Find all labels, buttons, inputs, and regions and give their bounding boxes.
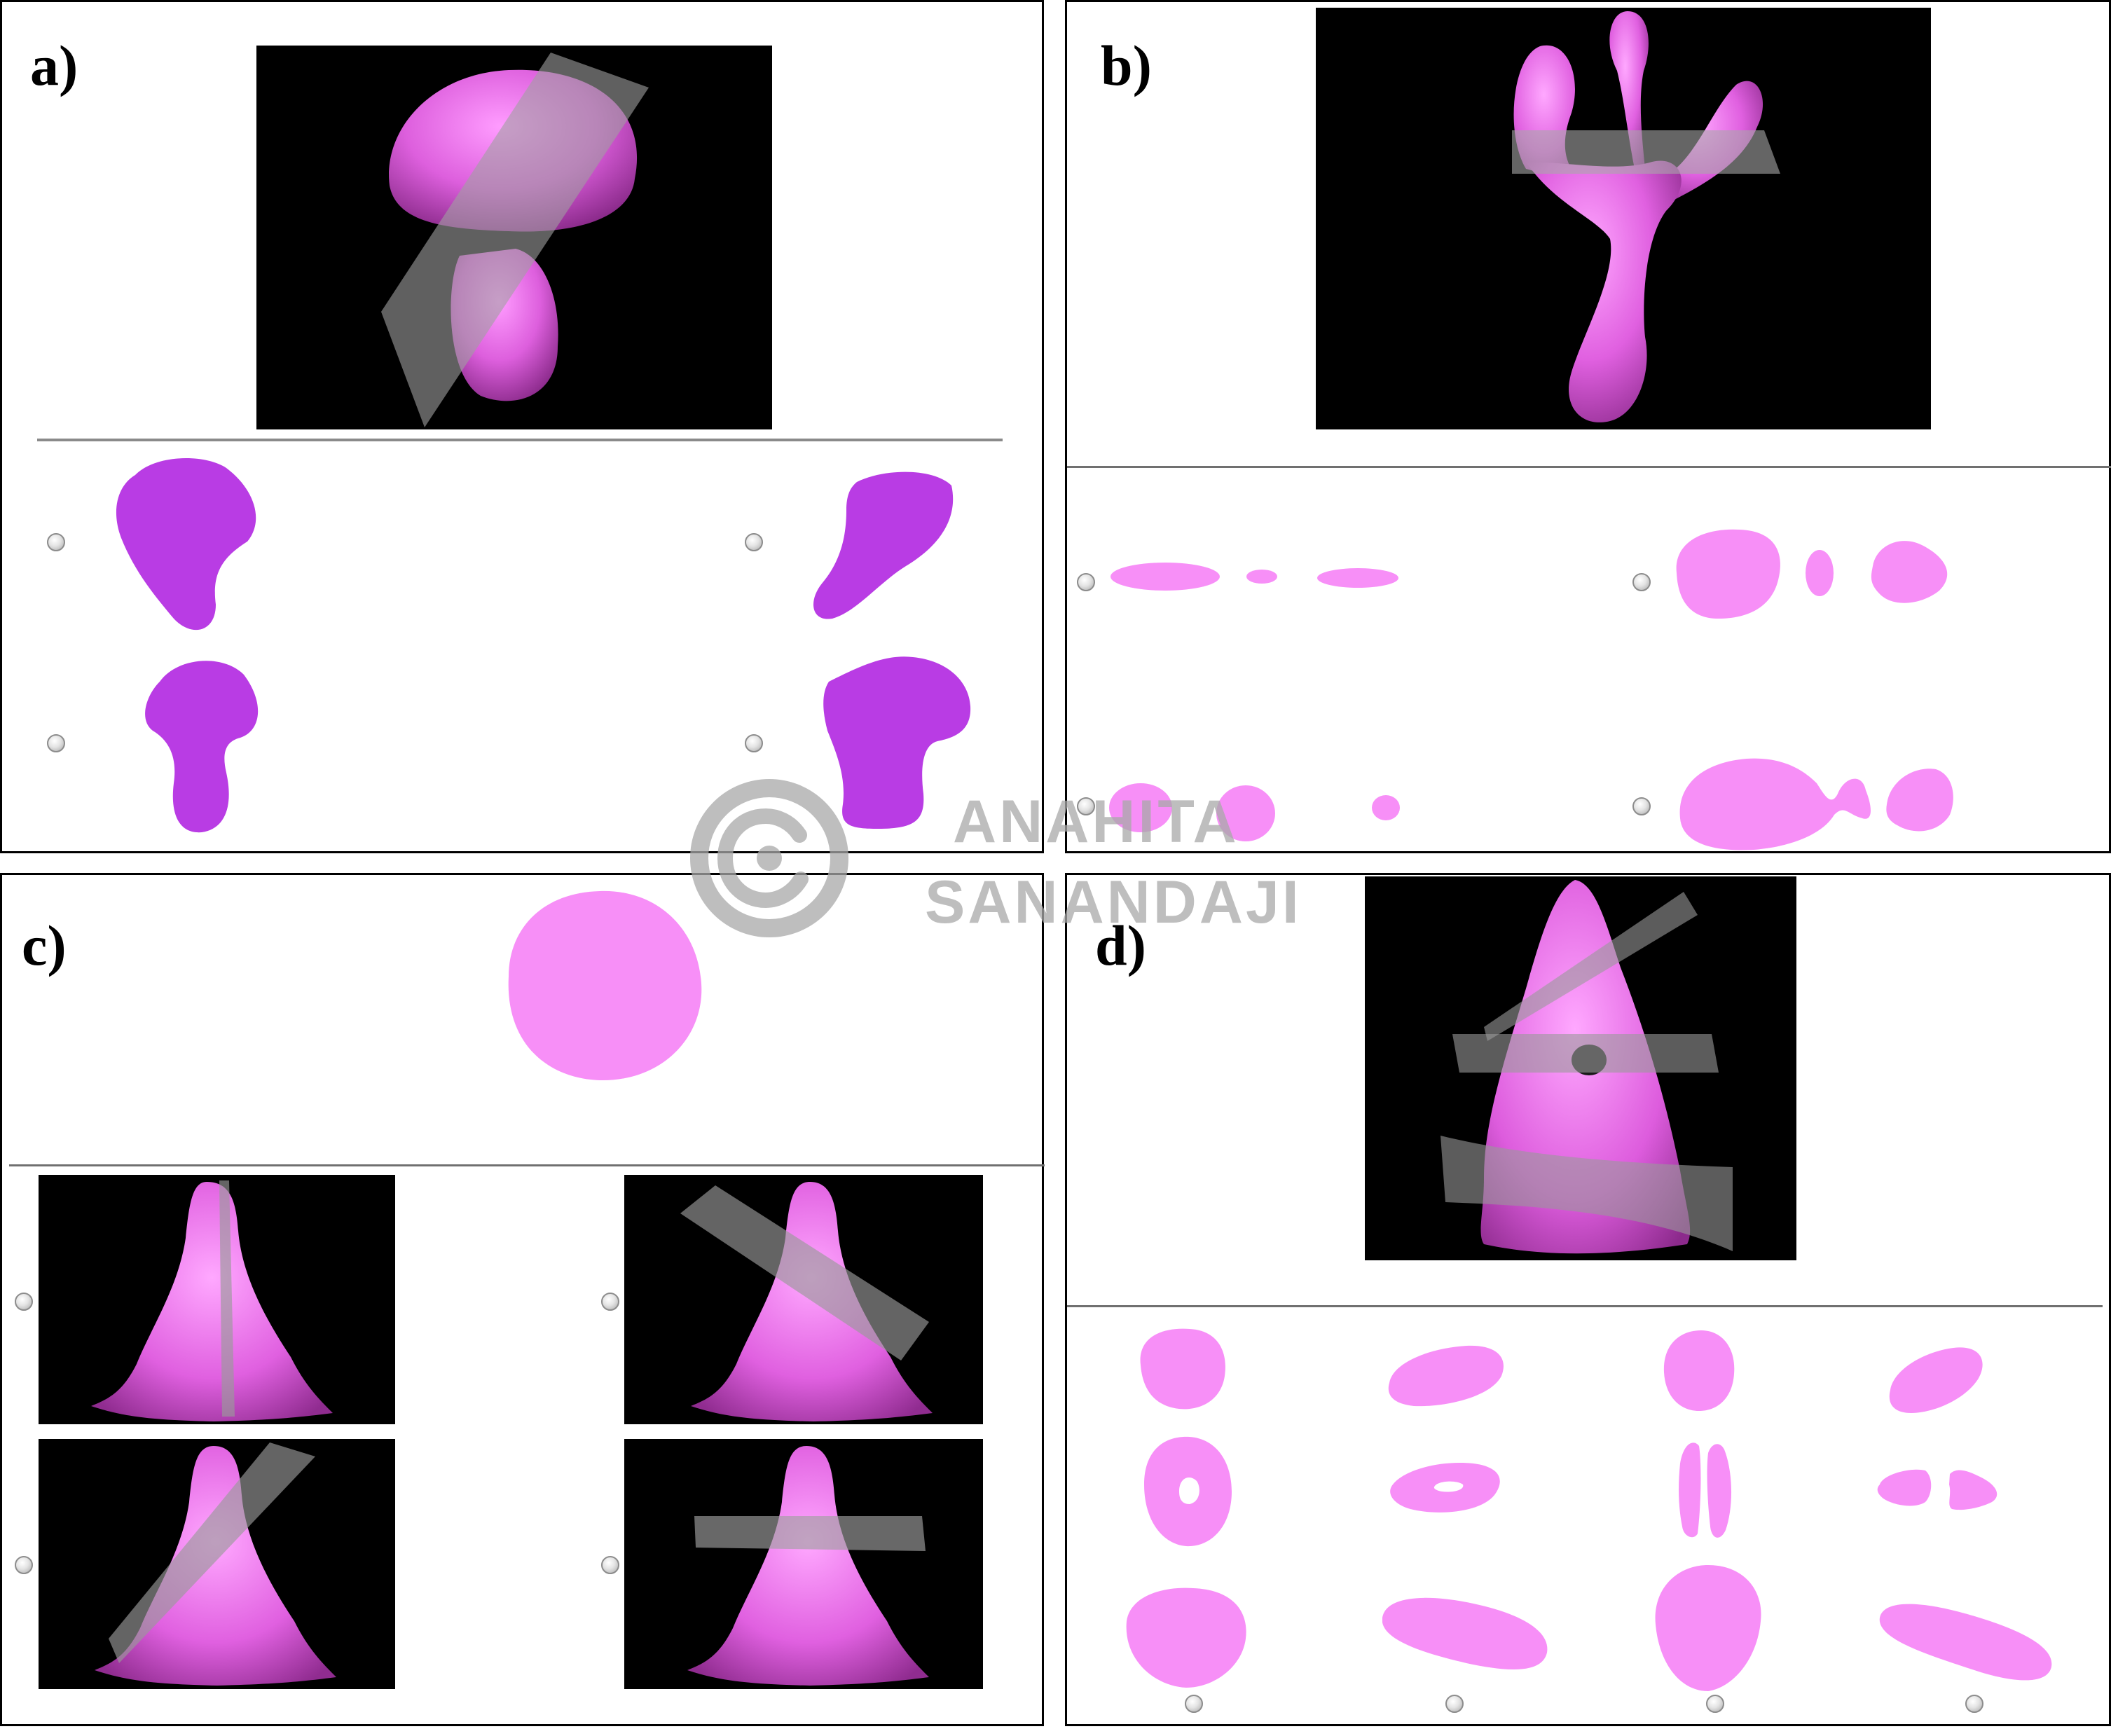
option-a1-cross-section [116, 458, 256, 631]
option-c1-radio[interactable] [15, 1293, 33, 1311]
option-b4-cross-section [1679, 758, 1953, 850]
option-c4-radio[interactable] [601, 1556, 619, 1574]
panel-c-label: c) [22, 914, 67, 977]
panel-d-divider [1067, 1305, 2103, 1307]
panel-c-divider [9, 1164, 1045, 1166]
option-d4-cross-sections [1877, 1347, 2052, 1681]
option-a1-radio[interactable] [47, 533, 65, 551]
cone-model-vertical-plane [91, 1180, 333, 1421]
panel-d-label: d) [1095, 914, 1146, 977]
option-a3-radio[interactable] [47, 734, 65, 752]
option-a3-cross-section [145, 661, 259, 833]
branching-model-illustration [1512, 11, 1780, 422]
watermark-line-2: SANANDAJI [925, 869, 1302, 936]
option-b1-cross-section [1110, 563, 1398, 591]
cone-model-diagonal-plane [680, 1182, 933, 1421]
option-b3-cross-section [1109, 783, 1400, 841]
option-c2-radio[interactable] [601, 1293, 619, 1311]
option-d2-cross-sections [1382, 1345, 1548, 1670]
option-a2-cross-section [813, 471, 954, 619]
cone-model-oblique-plane [95, 1442, 336, 1686]
option-d1-cross-sections [1126, 1328, 1246, 1688]
option-d3-radio[interactable] [1706, 1695, 1724, 1713]
option-c3-model-view [39, 1439, 395, 1689]
option-b1-radio[interactable] [1077, 573, 1095, 591]
panel-b: b) [1065, 0, 2111, 853]
target-cross-section [508, 890, 702, 1081]
panel-d: d) [1065, 873, 2111, 1726]
option-c2-model-view [624, 1175, 983, 1424]
hollow-cone-model-illustration [1440, 880, 1733, 1254]
model-center-stalk [1609, 11, 1649, 169]
option-c4-model-view [624, 1439, 983, 1689]
cutting-plane [1512, 130, 1780, 174]
panel-a: a) [0, 0, 1044, 853]
panel-b-divider [1067, 466, 2111, 468]
option-b2-radio[interactable] [1632, 573, 1651, 591]
option-b3-radio[interactable] [1077, 797, 1095, 815]
option-d3-cross-sections [1655, 1330, 1761, 1691]
panel-a-divider [37, 439, 1003, 441]
option-a4-cross-section [823, 656, 971, 829]
panel-a-label: a) [30, 34, 78, 97]
copyright-icon [690, 779, 848, 937]
option-d2-radio[interactable] [1445, 1695, 1464, 1713]
cutting-plane [381, 53, 649, 427]
option-c3-radio[interactable] [15, 1556, 33, 1574]
panel-b-3d-model-view [1316, 8, 1931, 429]
option-a4-radio[interactable] [745, 734, 763, 752]
option-c1-model-view [39, 1175, 395, 1424]
panel-c: c) [0, 873, 1045, 1726]
option-b4-radio[interactable] [1632, 797, 1651, 815]
option-d4-radio[interactable] [1965, 1695, 1983, 1713]
panel-a-3d-model-view [256, 46, 772, 429]
watermark-line-1: ANAHITA [953, 788, 1239, 855]
panel-b-label: b) [1101, 34, 1152, 97]
mushroom-model-illustration [381, 53, 649, 427]
cone-model-horizontal-plane [687, 1446, 929, 1686]
panel-d-3d-model-view [1365, 876, 1796, 1260]
option-a2-radio[interactable] [745, 533, 763, 551]
model-body [1526, 160, 1682, 422]
option-b2-cross-section [1676, 529, 1948, 619]
option-d1-radio[interactable] [1185, 1695, 1203, 1713]
